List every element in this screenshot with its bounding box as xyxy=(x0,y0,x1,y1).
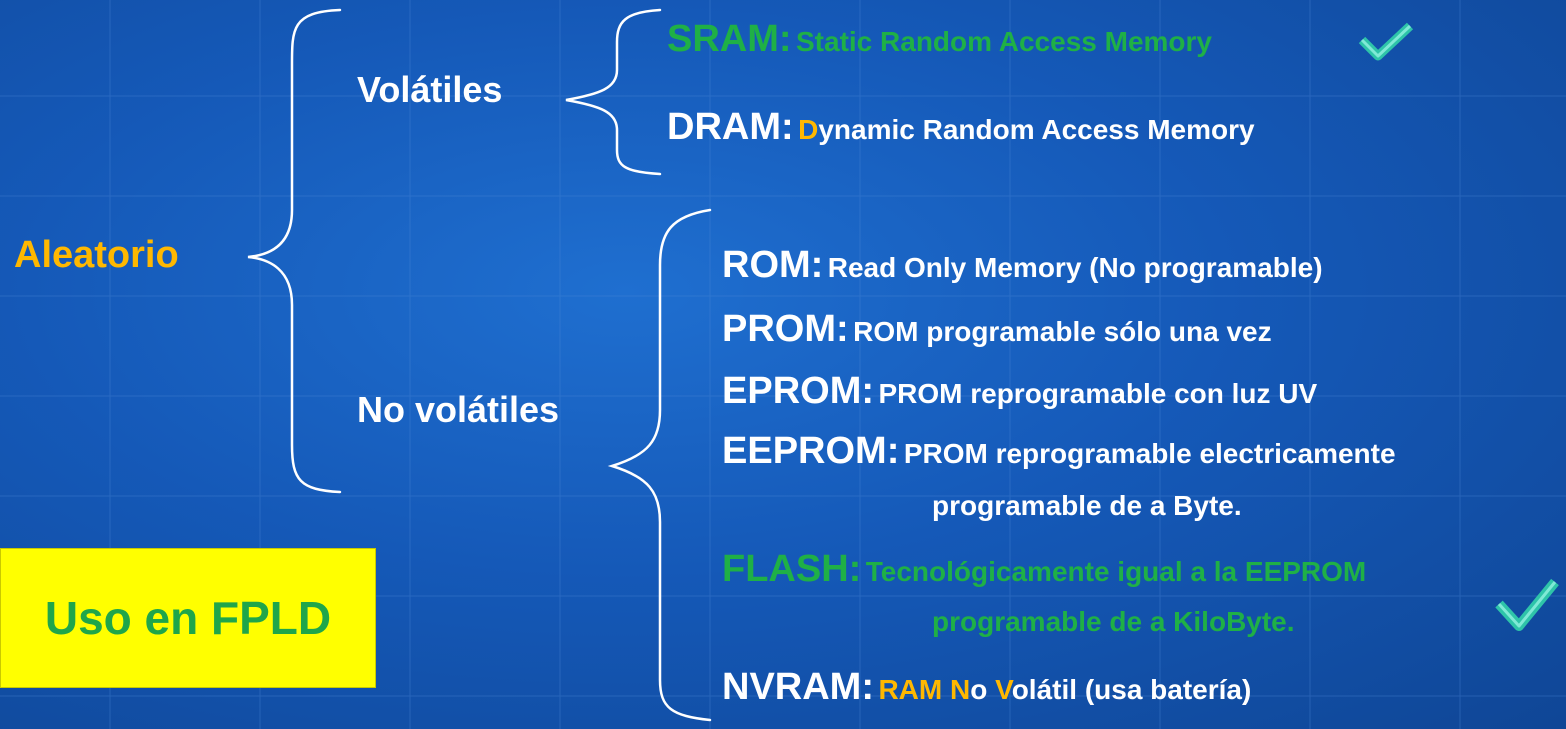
eeprom-desc-line2: programable de a Byte. xyxy=(932,490,1242,521)
main-brace xyxy=(247,8,342,494)
usage-box: Uso en FPLD xyxy=(0,548,376,688)
volatile-label: Volátiles xyxy=(357,69,503,110)
root-label: Aleatorio xyxy=(14,234,179,276)
eprom-desc: PROM reprogramable con luz UV xyxy=(878,378,1318,409)
nvram-desc-part4: olátil (usa batería) xyxy=(1011,674,1252,705)
sram-desc: Static Random Access Memory xyxy=(796,26,1212,57)
eeprom-key: EEPROM: xyxy=(722,430,900,472)
eeprom-desc: PROM reprogramable electricamente xyxy=(903,438,1396,469)
dram-desc-rest: ynamic Random Access Memory xyxy=(818,114,1255,145)
nvram-row: NVRAM: RAM No Volátil (usa batería) xyxy=(722,668,1251,706)
eprom-row: EPROM: PROM reprogramable con luz UV xyxy=(722,372,1317,410)
flash-desc: Tecnológicamente igual a la EEPROM xyxy=(865,556,1367,587)
sram-row: SRAM: Static Random Access Memory xyxy=(667,20,1212,58)
flash-key: FLASH: xyxy=(722,548,862,590)
prom-row: PROM: ROM programable sólo una vez xyxy=(722,310,1272,348)
dram-key: DRAM: xyxy=(667,106,794,148)
eprom-key: EPROM: xyxy=(722,370,874,412)
volatile-brace xyxy=(565,8,662,176)
nvram-key: NVRAM: xyxy=(722,666,874,708)
nonvolatile-brace xyxy=(607,208,712,722)
prom-desc: ROM programable sólo una vez xyxy=(853,316,1272,347)
nonvolatile-label: No volátiles xyxy=(357,389,560,430)
rom-row: ROM: Read Only Memory (No programable) xyxy=(722,246,1323,284)
nvram-desc-part1: RAM N xyxy=(878,674,971,705)
flash-desc-line2: programable de a KiloByte. xyxy=(932,606,1295,637)
checkmark-icon xyxy=(1495,578,1559,631)
flash-row: FLASH: Tecnológicamente igual a la EEPRO… xyxy=(722,550,1366,588)
rom-key: ROM: xyxy=(722,244,824,286)
nvram-desc-part2: o xyxy=(970,674,996,705)
checkmark-icon xyxy=(1358,22,1414,61)
usage-box-label: Uso en FPLD xyxy=(44,592,332,644)
nvram-desc-part3: V xyxy=(995,674,1012,705)
dram-desc-first: D xyxy=(798,114,819,145)
prom-key: PROM: xyxy=(722,308,849,350)
rom-desc: Read Only Memory (No programable) xyxy=(827,252,1323,283)
eeprom-row: EEPROM: PROM reprogramable electricament… xyxy=(722,432,1396,470)
dram-row: DRAM: Dynamic Random Access Memory xyxy=(667,108,1255,146)
sram-key: SRAM: xyxy=(667,18,792,60)
